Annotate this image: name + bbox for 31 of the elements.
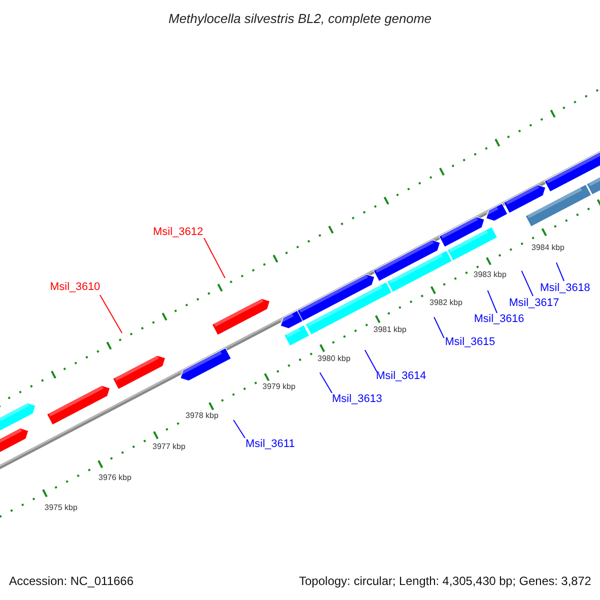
leader-line [100,294,122,334]
leader-line [319,372,332,394]
leader-line [364,350,378,372]
accession-text: Accession: NC_011666 [9,574,134,588]
scale-label: 3981 kbp [374,324,406,334]
gene-label: Msil_3613 [332,393,382,405]
leader-line [204,238,226,278]
gene-label: Msil_3610 [50,281,100,293]
scale-label: 3976 kbp [98,472,132,482]
scale-label: 3982 kbp [430,298,462,306]
leader-line [521,270,534,296]
scale-label: 3977 kbp [152,442,186,450]
leader-line [233,420,246,438]
gene-label: Msil_3616 [474,313,524,325]
scale-label: 3983 kbp [474,270,506,278]
leader-line [556,262,564,282]
gene-label: Msil_3617 [509,297,560,309]
leader-line [487,290,498,314]
gene-label: Msil_3614 [376,370,426,382]
scale-label: 3978 kbp [186,410,218,420]
gene-label: Msil_3611 [246,438,295,450]
gene-label: Msil_3612 [153,226,204,238]
leader-line [434,316,444,338]
diagram-title: Methylocella silvestris BL2, complete genome [168,10,432,26]
gene-label: Msil_3618 [540,282,590,294]
scale-label: 3984 kbp [532,242,564,252]
scale-label: 3975 kbp [44,502,78,512]
gene-label: Msil_3615 [445,336,496,348]
scale-label: 3979 kbp [262,382,296,390]
scale-label: 3980 kbp [318,354,350,362]
genome-info-text: Topology: circular; Length: 4,305,430 bp; Genes: 3,872 [299,574,592,588]
